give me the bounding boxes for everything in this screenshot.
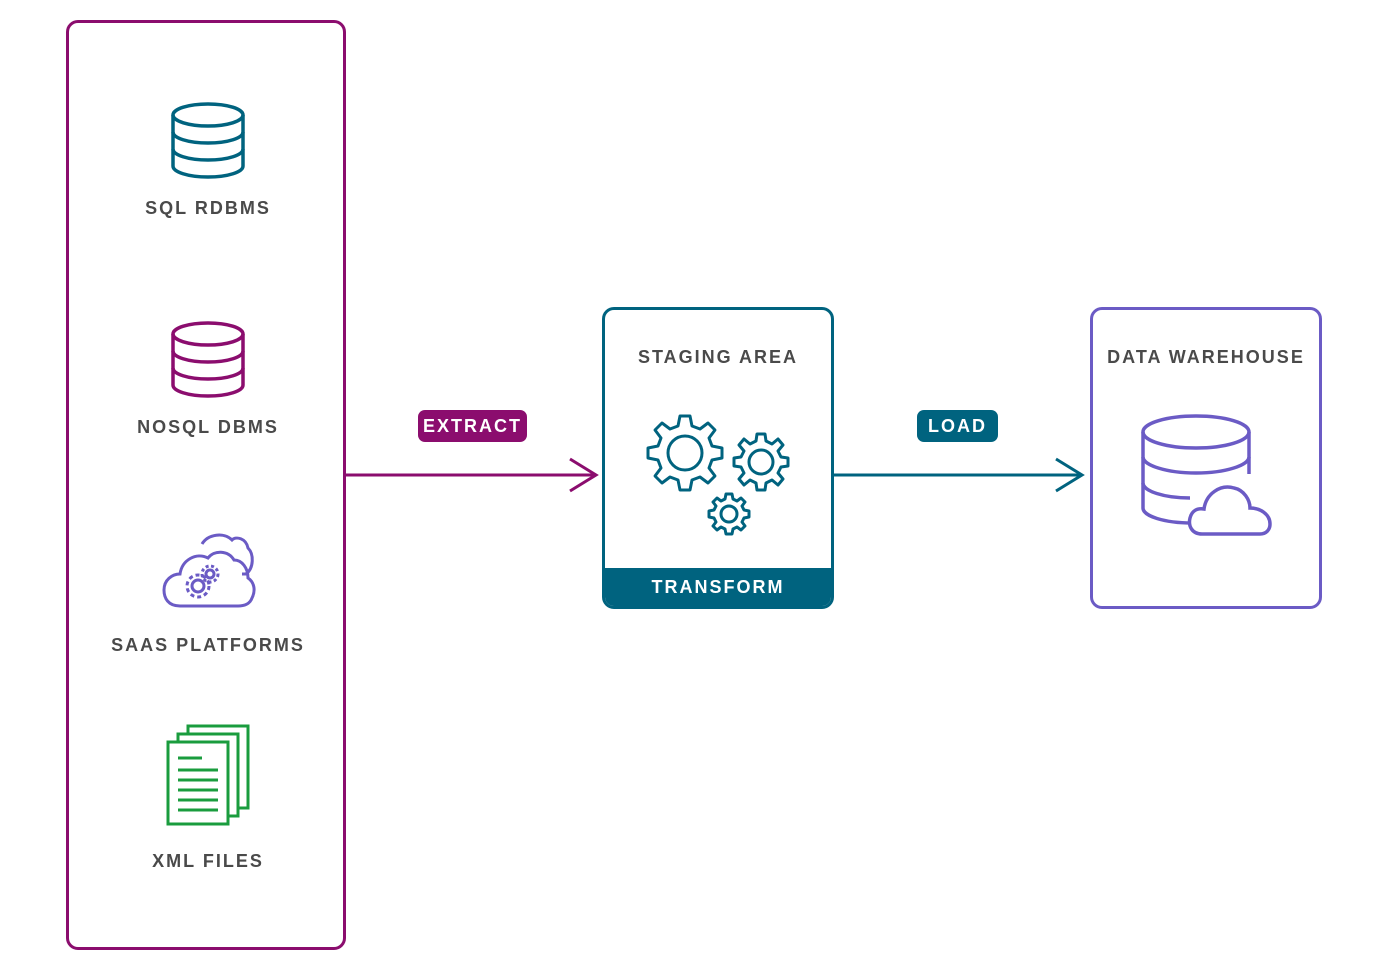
data-warehouse-title: DATA WAREHOUSE [1107, 347, 1305, 367]
source-label-xml: XML FILES [152, 851, 264, 871]
load-arrow [834, 457, 1085, 493]
staging-area-panel: TRANSFORM [602, 307, 834, 609]
sources-panel [66, 20, 346, 950]
database-icon [171, 102, 245, 179]
database-icon [171, 321, 245, 398]
gears-icon [646, 414, 790, 536]
documents-icon [166, 724, 250, 826]
data-warehouse-panel [1090, 307, 1322, 609]
source-label-sql: SQL RDBMS [145, 198, 271, 218]
extract-arrow [346, 457, 599, 493]
extract-label: EXTRACT [418, 410, 527, 442]
database-cloud-icon [1141, 414, 1272, 536]
staging-area-title: STAGING AREA [637, 347, 798, 367]
load-label: LOAD [917, 410, 998, 442]
source-label-nosql: NOSQL DBMS [137, 417, 279, 437]
cloud-gears-icon [162, 533, 256, 608]
transform-label: TRANSFORM [605, 568, 831, 606]
source-label-saas: SAAS PLATFORMS [111, 635, 305, 655]
